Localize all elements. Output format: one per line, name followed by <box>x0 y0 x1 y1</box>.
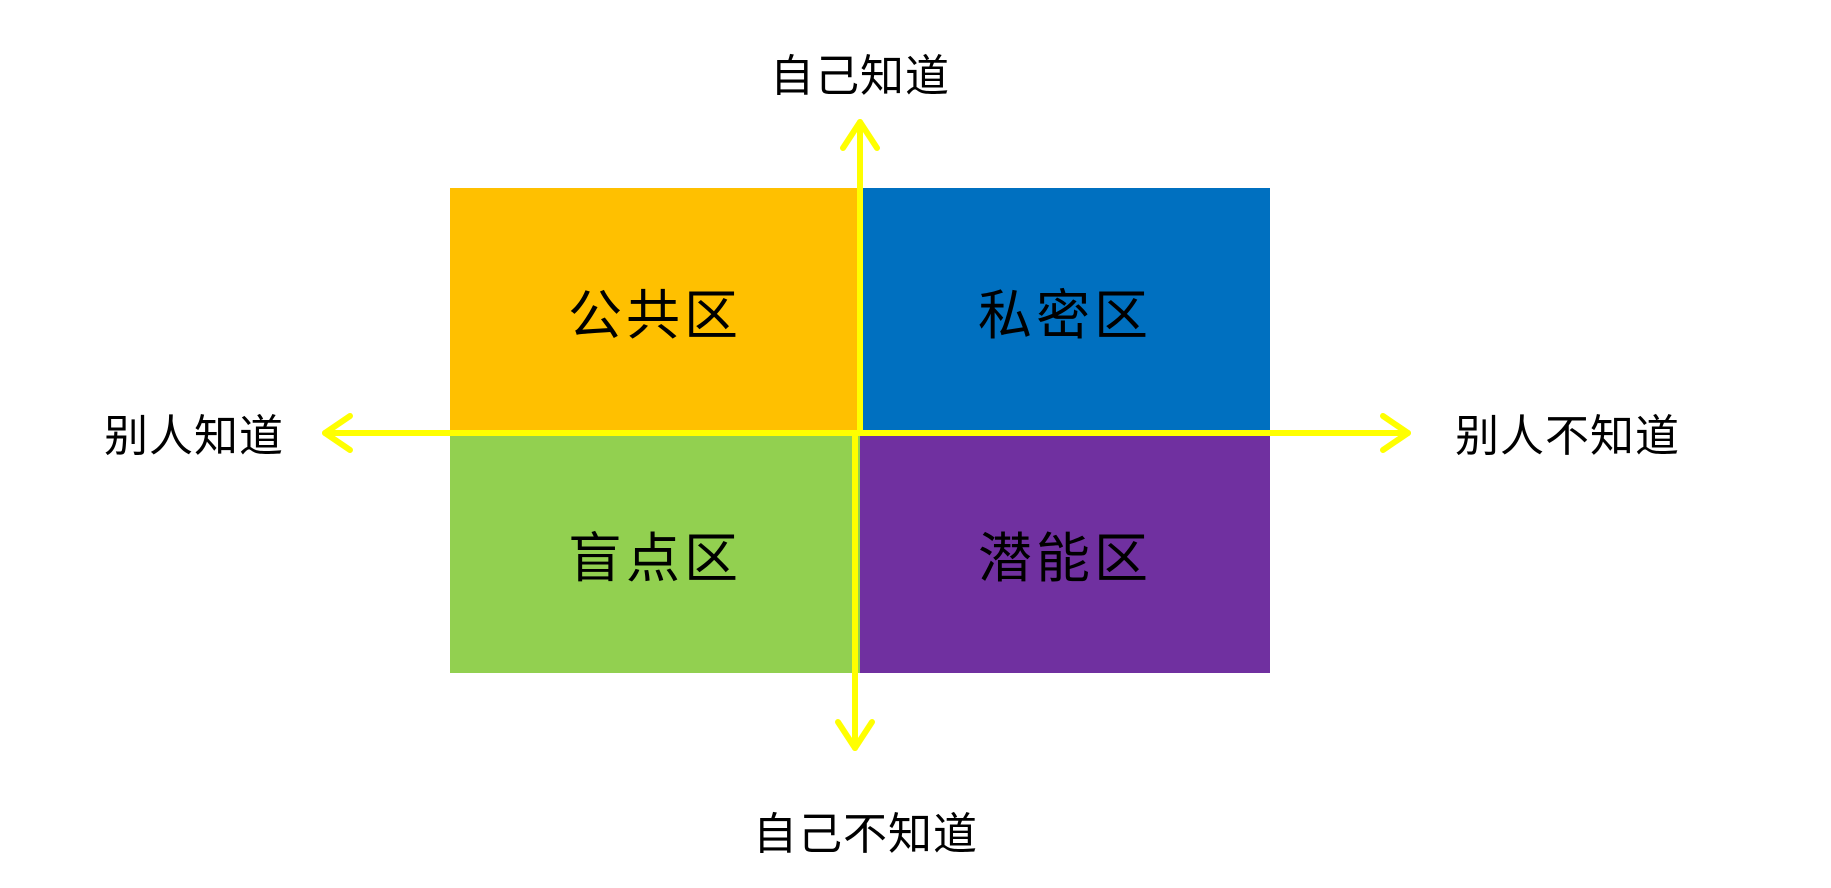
quadrant-potential: 潜能区 <box>860 433 1270 673</box>
quadrant-blind-spot: 盲点区 <box>450 433 860 673</box>
arrow-down-icon <box>835 719 875 751</box>
axis-label-others-known: 别人知道 <box>104 411 284 462</box>
axis-label-others-unknown: 别人不知道 <box>1455 411 1680 462</box>
quadrant-blind-spot-label: 盲点区 <box>568 526 742 590</box>
arrow-up-icon <box>840 119 880 151</box>
quadrant-private: 私密区 <box>860 188 1270 433</box>
quadrant-private-label: 私密区 <box>978 284 1152 347</box>
arrow-right-icon <box>1380 413 1411 453</box>
quadrant-potential-label: 潜能区 <box>978 526 1152 590</box>
axis-label-self-unknown: 自己不知道 <box>753 809 978 860</box>
axis-label-self-known: 自己知道 <box>770 51 950 102</box>
quadrant-public-label: 公共区 <box>568 284 742 347</box>
quadrant-public: 公共区 <box>450 188 860 433</box>
arrow-left-icon <box>322 413 353 453</box>
